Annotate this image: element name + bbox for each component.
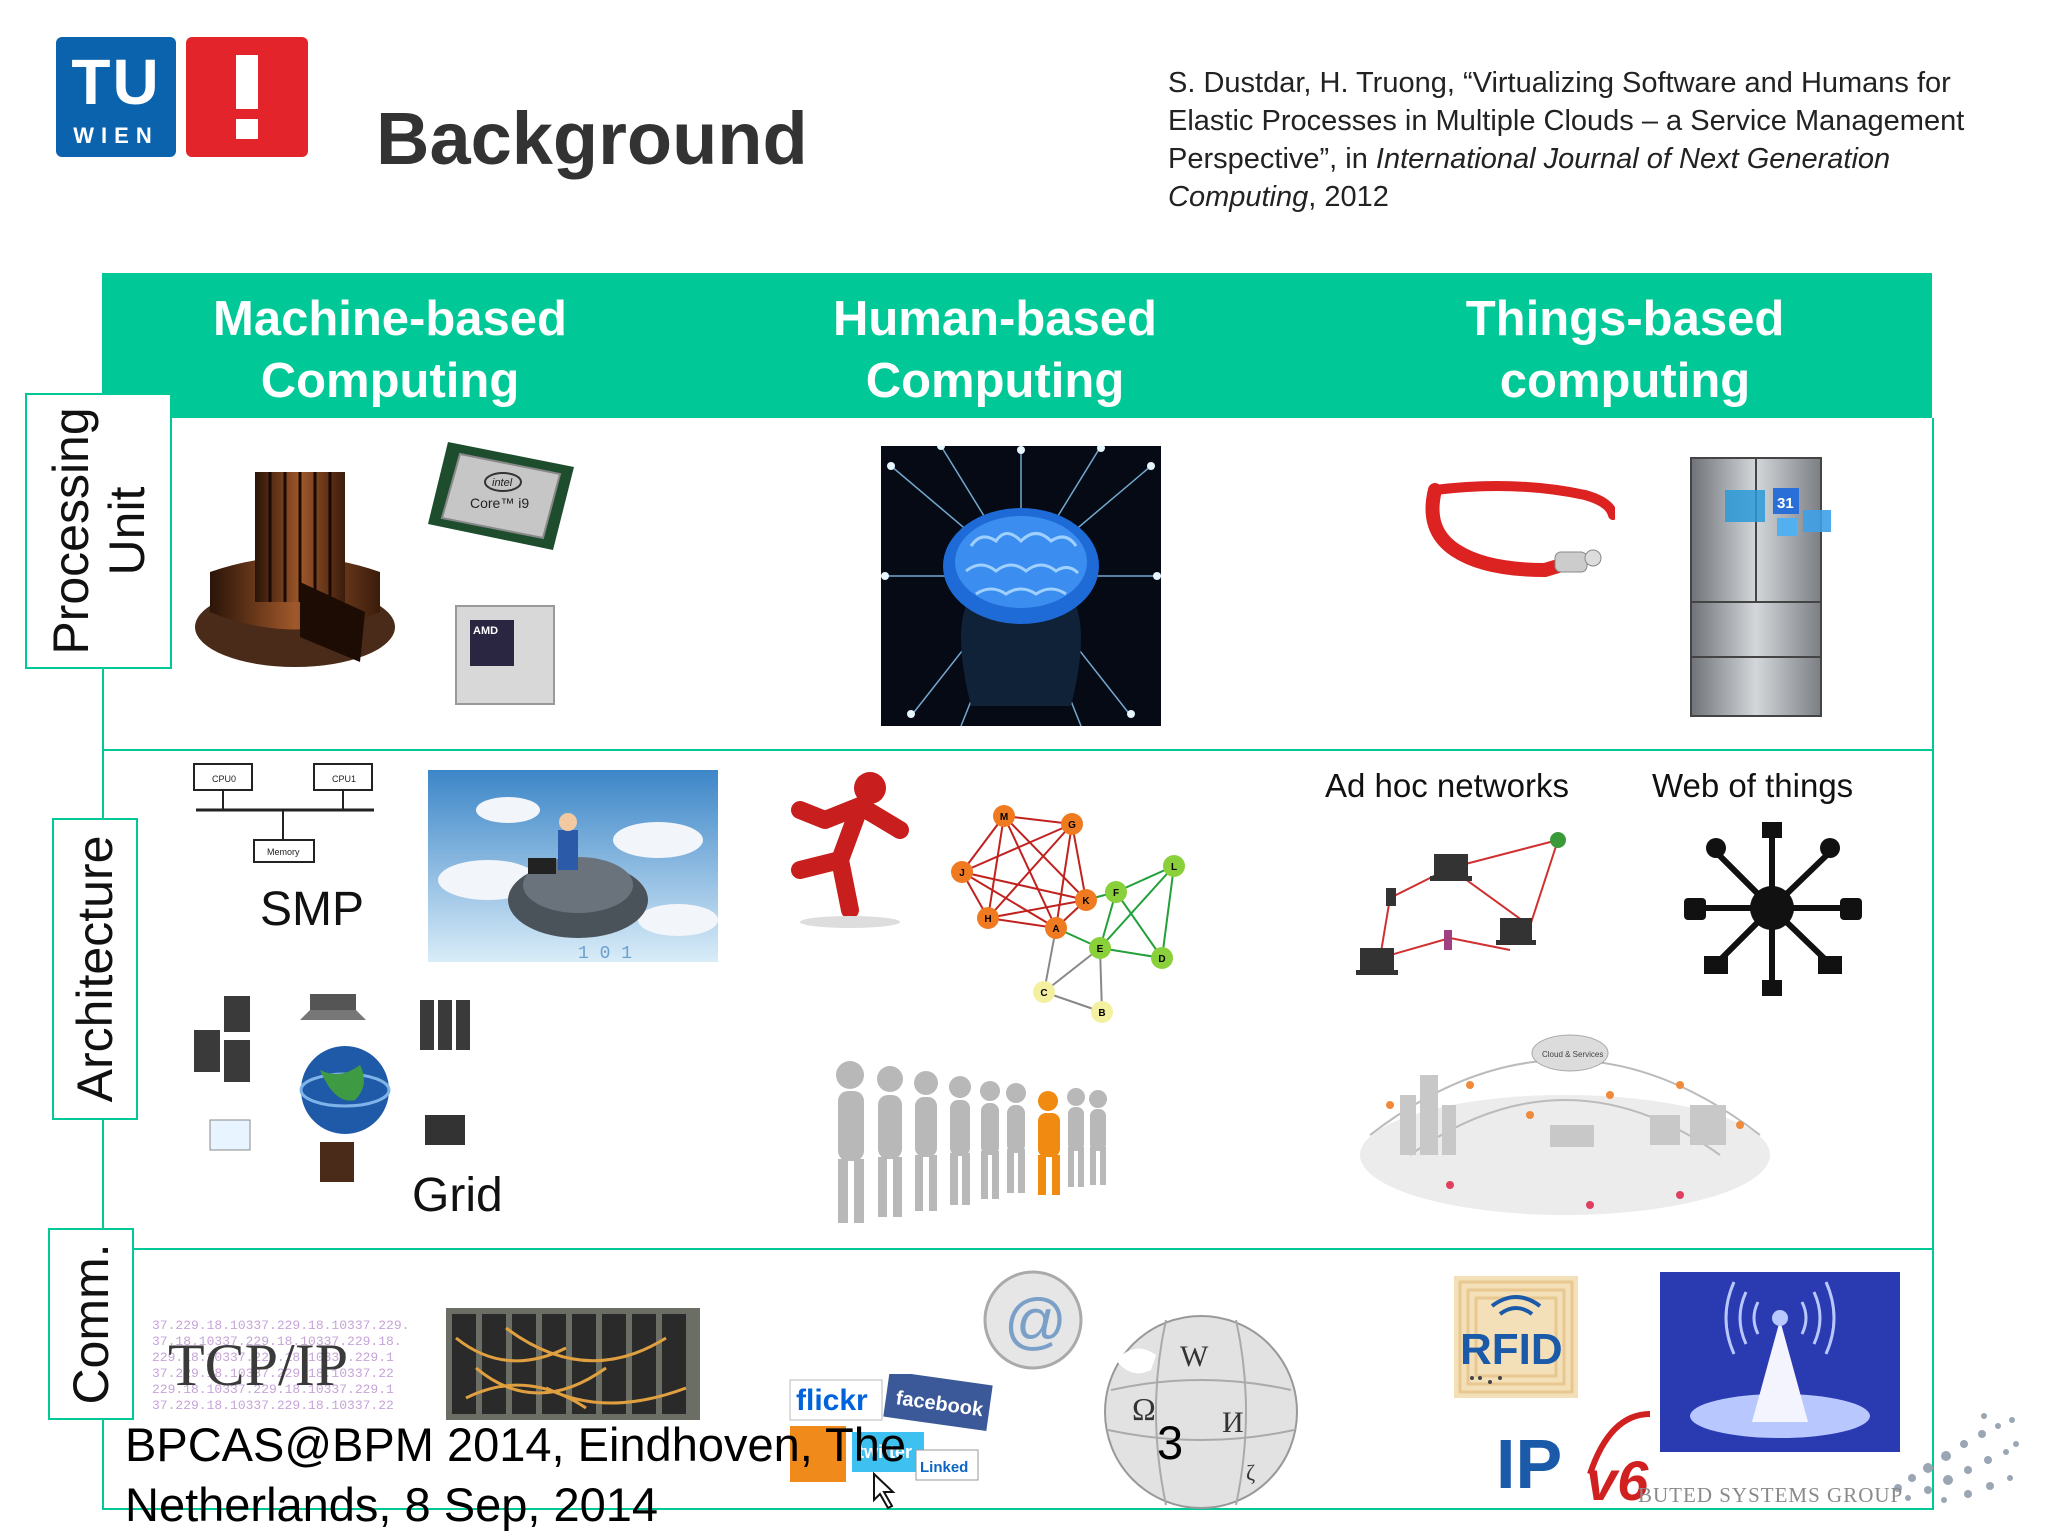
graph-node-b: B	[1098, 1008, 1105, 1019]
smart-city-image: Cloud & Services	[1360, 1034, 1770, 1215]
citation-journal: International Journal of Next Generation…	[1168, 143, 1891, 213]
web-of-things-image	[1684, 822, 1862, 996]
footer-venue: BPCAS@BPM 2014, Eindhoven, The Netherlan…	[125, 1415, 906, 1535]
web-of-things-label: Web of things	[1652, 767, 1854, 804]
tcpip-address-line: 229.18.10337.229.18.10337.229.1	[152, 1382, 394, 1397]
brain-network-image	[881, 446, 1161, 726]
broadcast-tower-image	[1660, 1272, 1900, 1452]
adhoc-networks-label: Ad hoc networks	[1325, 767, 1569, 804]
tcpip-label: TCP/IP	[168, 1332, 348, 1398]
rfid-label: RFID	[1460, 1325, 1563, 1374]
graph-node-j: J	[959, 868, 965, 879]
row-divider-2	[102, 1248, 1932, 1250]
row-label-architecture: Architecture	[52, 818, 138, 1120]
row-label-processing-unit: Processing Unit	[25, 393, 172, 669]
dsg-group-label: BUTED SYSTEMS GROUP	[1638, 1483, 1904, 1507]
page-number: 3	[1157, 1416, 1184, 1469]
dsg-dots-logo	[1894, 1413, 2019, 1503]
tcpip-address-line: 37.229.18.10337.229.18.10337.22	[152, 1398, 394, 1413]
tcpip-address-line: 37.229.18.10337.229.18.10337.22	[152, 1366, 394, 1381]
tcpip-address-line: 37.18.10337.229.18.10337.229.18.	[152, 1334, 402, 1349]
wiki-glyph: И	[1222, 1406, 1244, 1439]
tcpip-address-line: 229.18.10337.229.18.10337.229.1	[152, 1350, 394, 1365]
row-divider-1	[102, 749, 1932, 751]
running-figure-image	[791, 772, 909, 928]
tcpip-address-line: 37.229.18.10337.229.18.10337.229.	[152, 1318, 409, 1333]
graph-node-f: F	[1113, 888, 1119, 899]
social-graph-image: M G J K F L H A E D C B	[951, 805, 1185, 1023]
graph-node-h: H	[984, 914, 991, 925]
email-at-label: @	[1004, 1287, 1067, 1356]
column-things-based: Things-based computing	[1465, 292, 1785, 408]
fridge-date-label: 31	[1777, 495, 1794, 512]
amd-cpu-image: AMD	[455, 605, 555, 705]
graph-node-c: C	[1040, 988, 1047, 999]
adhoc-network-image	[1356, 832, 1566, 975]
citation: S. Dustdar, H. Truong, “Virtualizing Sof…	[1168, 64, 1998, 216]
smp-diagram: CPU0 CPU1 Memory	[193, 763, 374, 863]
intel-model-label: Core™ i9	[470, 495, 529, 511]
wiki-glyph: Ω	[1132, 1391, 1156, 1427]
smp-label: SMP	[260, 883, 365, 936]
linkedin-logo-label: Linked	[920, 1459, 968, 1476]
smart-fridge-image: 31	[1690, 457, 1831, 717]
crowd-figures-image	[836, 1061, 1107, 1223]
cloud-binary-digits: 1 0 1	[578, 944, 632, 962]
amd-brand-label: AMD	[473, 625, 498, 637]
tcpip-image: 37.229.18.10337.229.18.10337.229. 37.18.…	[152, 1318, 409, 1413]
tu-wien-logo: TU WIEN	[56, 37, 308, 159]
column-machine-based: Machine-based Computing	[213, 292, 567, 408]
column-human-based: Human-based Computing	[832, 292, 1157, 408]
logo-wien-text: WIEN	[73, 123, 159, 148]
wiki-glyph: ζ	[1246, 1460, 1255, 1485]
graph-node-e: E	[1097, 944, 1104, 955]
supercomputer-image	[195, 472, 395, 667]
footer-venue-line2: Netherlands, 8 Sep, 2014	[125, 1478, 659, 1531]
intel-cpu-image: intel Core™ i9	[428, 442, 574, 550]
smp-cpu1-label: CPU1	[332, 774, 356, 784]
citation-authors: S. Dustdar, H. Truong, “Virtualizing Sof…	[1168, 67, 1965, 175]
tu-logo-block: TU WIEN	[56, 37, 176, 157]
cloud-computing-image: 1 0 1	[428, 770, 718, 962]
grid-computing-image	[194, 994, 470, 1182]
graph-node-l: L	[1171, 862, 1177, 873]
flickr-logo-label: flickr	[796, 1384, 868, 1417]
row-label-comm: Comm.	[48, 1228, 134, 1420]
email-icon: @	[983, 1270, 1083, 1370]
ipv6-label: IP	[1496, 1425, 1562, 1503]
ipv6-logo-image: IP v6	[1496, 1411, 1651, 1512]
cloud-services-label: Cloud & Services	[1542, 1050, 1603, 1059]
citation-year: , 2012	[1308, 181, 1389, 213]
ipv6-v6-label: v6	[1586, 1449, 1649, 1512]
grid-label: Grid	[412, 1169, 503, 1222]
twitter-logo-label: twitter	[858, 1442, 912, 1462]
column-header-band	[102, 273, 1932, 418]
network-patch-panel-image	[446, 1308, 700, 1420]
logo-tu-text: TU	[71, 46, 161, 118]
smp-cpu0-label: CPU0	[212, 774, 236, 784]
graph-node-k: K	[1082, 896, 1090, 907]
graph-node-m: M	[1000, 812, 1008, 823]
social-media-logos-image: flickr facebook twitter Linked	[789, 1374, 993, 1510]
graph-node-g: G	[1068, 820, 1076, 831]
wikipedia-globe-image: W Ω И ζ	[1104, 1315, 1298, 1509]
exclamation-logo-block	[186, 37, 308, 157]
footer-venue-line1: BPCAS@BPM 2014, Eindhoven, The	[125, 1418, 907, 1471]
slide-title: Background	[376, 97, 808, 180]
rfid-image: RFID	[1454, 1276, 1578, 1398]
graph-node-d: D	[1158, 954, 1165, 965]
smart-glasses-image	[1425, 481, 1615, 578]
smp-memory-label: Memory	[267, 847, 300, 857]
intel-brand-label: intel	[492, 477, 513, 489]
wiki-glyph: W	[1180, 1340, 1209, 1373]
graph-node-a: A	[1052, 924, 1059, 935]
